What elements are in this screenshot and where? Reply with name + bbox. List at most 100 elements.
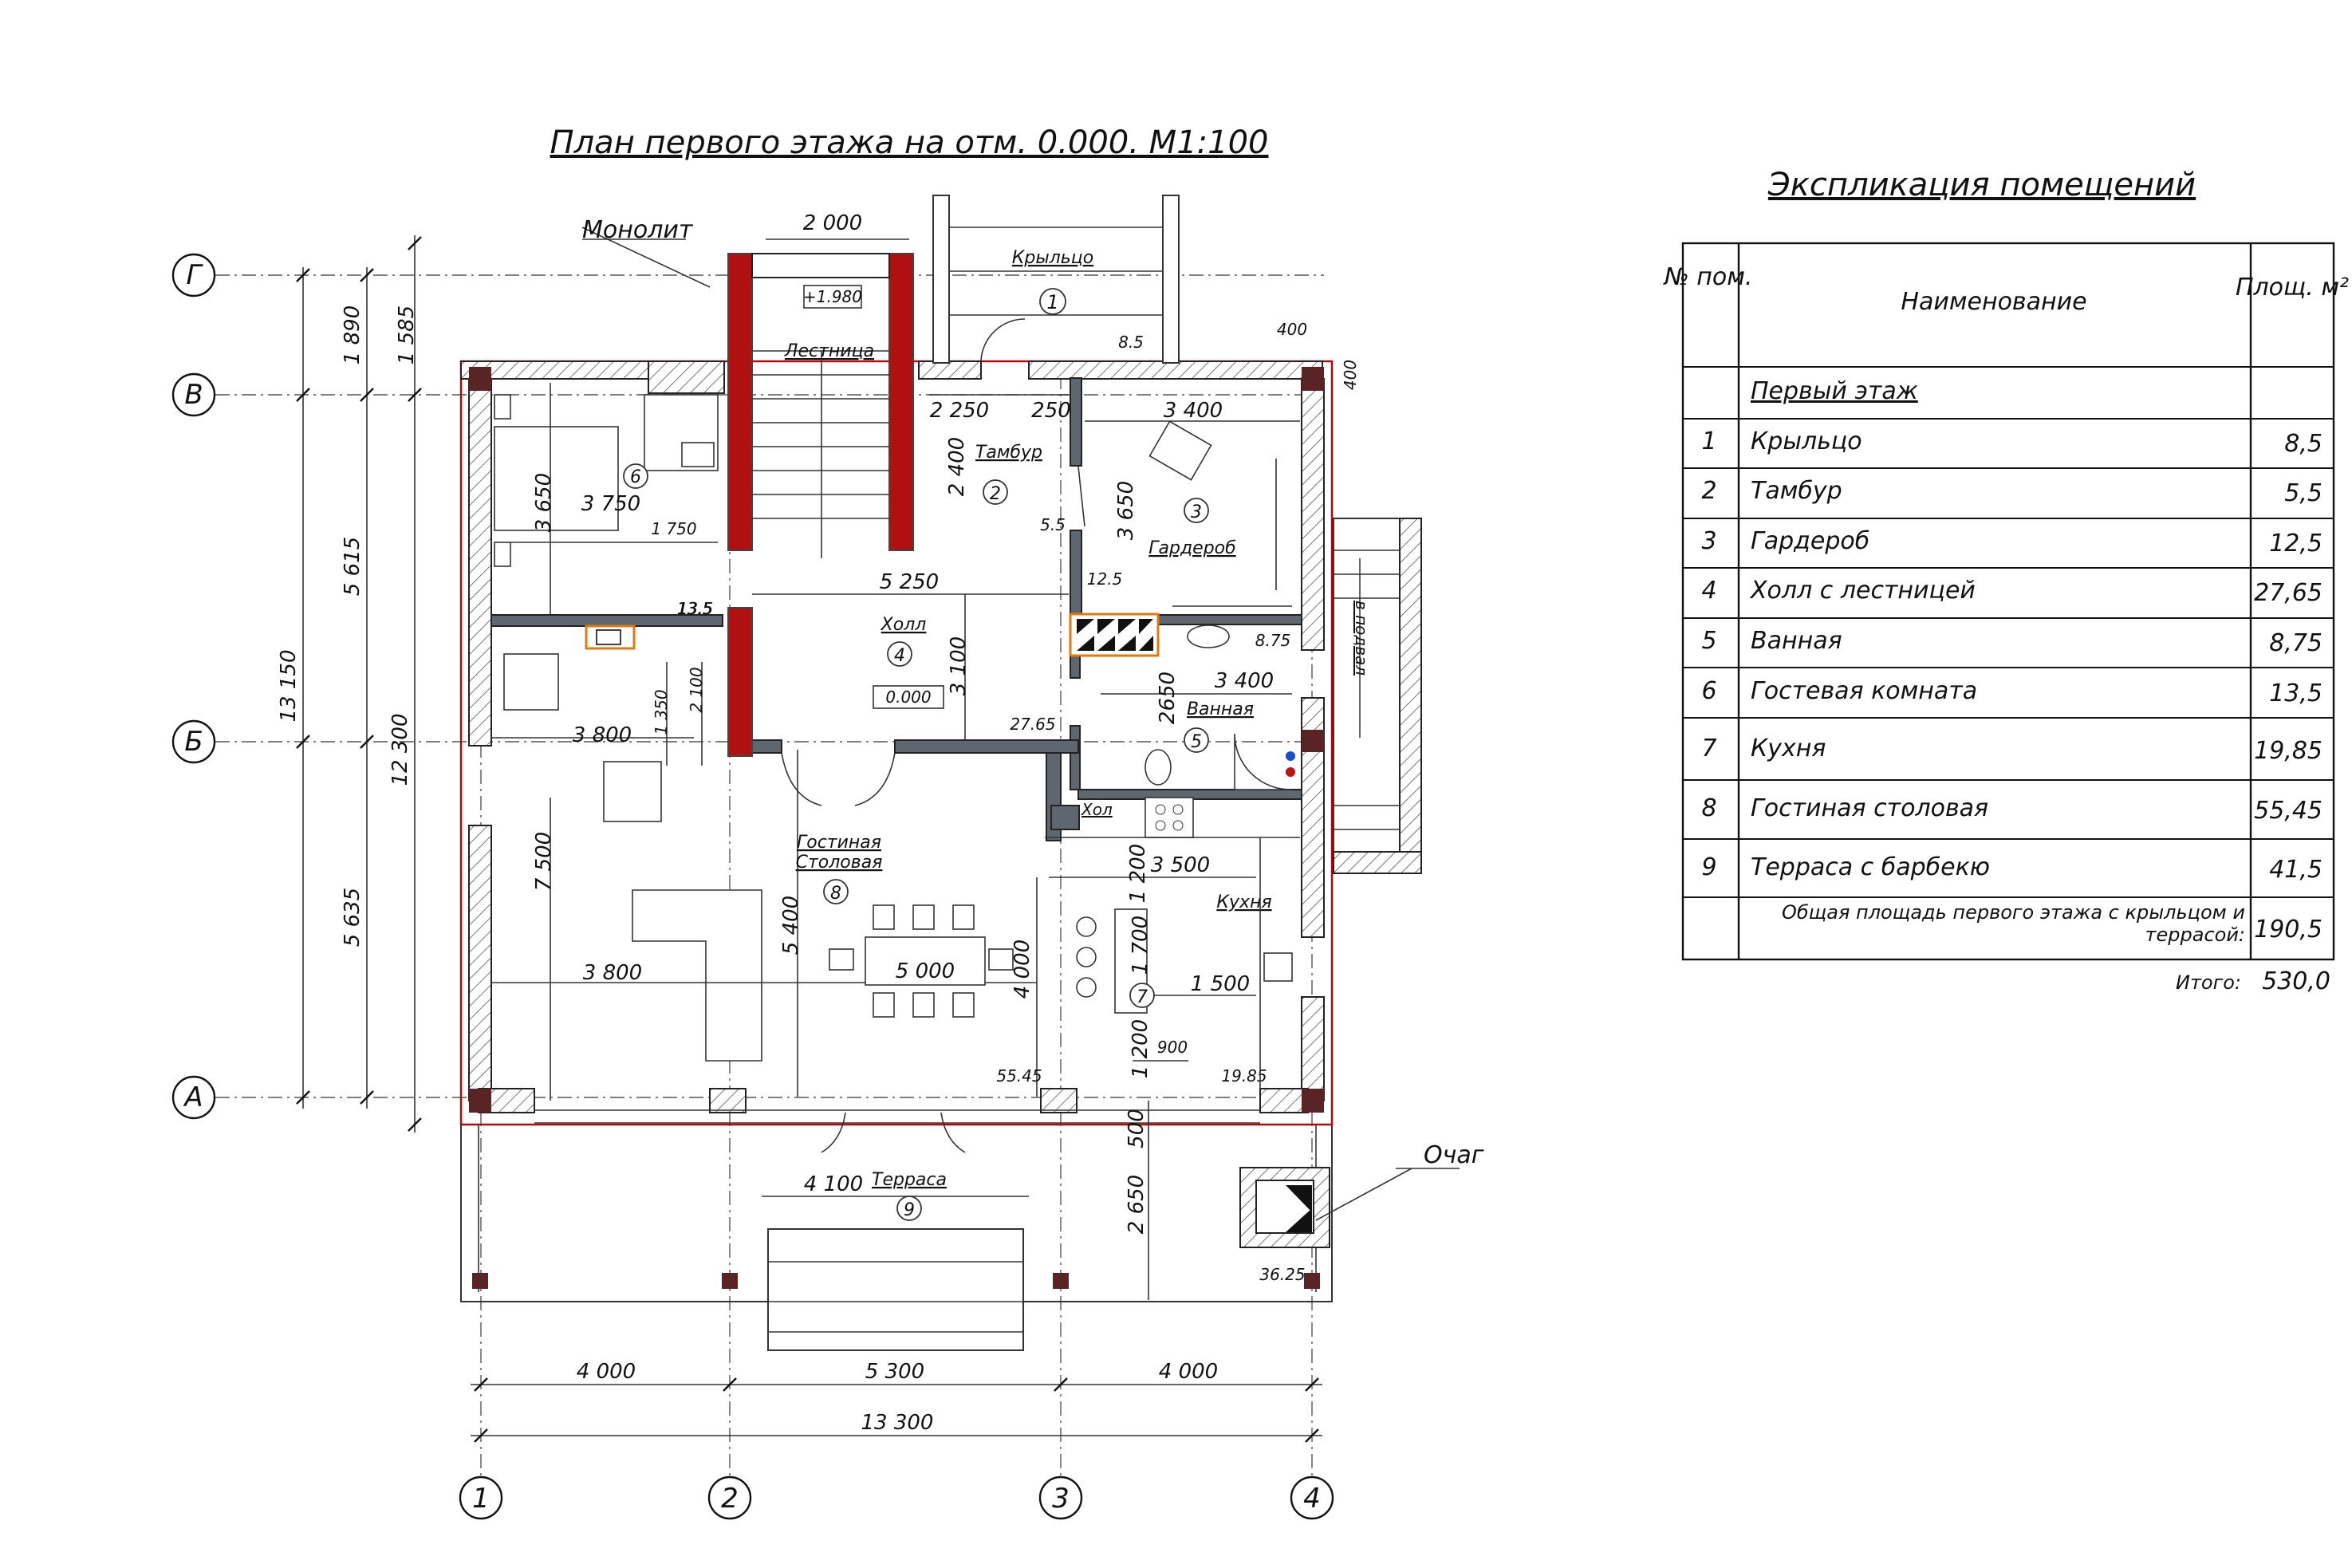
svg-text:Тамбур: Тамбур (1751, 477, 1842, 505)
svg-text:19,85: 19,85 (2254, 737, 2322, 765)
svg-text:1 585: 1 585 (395, 305, 419, 364)
svg-text:27.65: 27.65 (1010, 715, 1055, 734)
table-row: 6 Гостевая комната 13,5 (1701, 677, 2322, 707)
svg-text:4 000: 4 000 (577, 1360, 636, 1384)
svg-text:3 400: 3 400 (1164, 399, 1223, 423)
svg-text:3 500: 3 500 (1151, 853, 1210, 877)
axis-bubble-a: А (171, 1075, 216, 1120)
table-row: 7 Кухня 19,85 (1701, 735, 2322, 765)
svg-text:5 635: 5 635 (341, 888, 364, 947)
table-row: 1 Крыльцо 8,5 (1701, 427, 2322, 458)
svg-text:3 400: 3 400 (1215, 669, 1274, 693)
guest-room: 3 650 3 750 1 750 6 (494, 383, 719, 614)
svg-text:0.000: 0.000 (885, 687, 931, 707)
svg-text:Терраса с барбекю: Терраса с барбекю (1751, 853, 1990, 881)
total-area: 190,5 (2254, 916, 2322, 944)
svg-text:6: 6 (1701, 677, 1716, 705)
header-area: Площ. м² (2236, 274, 2349, 301)
svg-text:Холл: Холл (881, 615, 927, 635)
svg-text:5 000: 5 000 (896, 959, 955, 983)
svg-text:2 650: 2 650 (1125, 1175, 1148, 1234)
svg-text:3 750: 3 750 (581, 492, 640, 516)
terrace-labels: 4 100 Терраса 9 500 2 650 36.25 (762, 1101, 1306, 1300)
svg-text:Г: Г (187, 259, 204, 291)
header-no: № пом. (1663, 263, 1753, 291)
svg-text:250: 250 (1031, 399, 1071, 423)
svg-text:5 250: 5 250 (880, 570, 939, 594)
monolith-callout: Монолит (582, 216, 694, 244)
stair-core: +1.980 Лестница 2 000 Монолит (581, 211, 914, 757)
svg-text:2 100: 2 100 (687, 667, 706, 712)
svg-text:Ванная: Ванная (1751, 627, 1842, 655)
kitchen: Хол 3 500 1 200 Кухня 1 700 1 500 7 1 20… (1045, 797, 1300, 1089)
svg-text:13 150: 13 150 (277, 650, 301, 723)
svg-text:3: 3 (1701, 527, 1716, 555)
svg-text:В: В (184, 379, 203, 411)
svg-text:3 800: 3 800 (573, 723, 632, 747)
svg-text:4 100: 4 100 (804, 1172, 863, 1196)
svg-text:19.85: 19.85 (1221, 1066, 1267, 1085)
svg-text:Крыльцо: Крыльцо (1751, 427, 1862, 455)
svg-text:12 300: 12 300 (388, 714, 412, 786)
svg-text:13.5: 13.5 (677, 599, 713, 618)
svg-text:3 100: 3 100 (947, 636, 971, 695)
svg-text:12.5: 12.5 (1087, 569, 1123, 589)
terrace: Очаг (460, 1124, 1484, 1351)
svg-text:Крыльцо: Крыльцо (1012, 248, 1093, 268)
svg-text:2 000: 2 000 (803, 211, 862, 235)
bathroom: 8.75 3 400 2650 Ванная 5 (1101, 624, 1295, 790)
svg-text:Гардероб: Гардероб (1751, 527, 1869, 555)
svg-text:Кухня: Кухня (1751, 735, 1826, 762)
svg-text:36.25: 36.25 (1259, 1265, 1305, 1284)
svg-text:1 350: 1 350 (652, 689, 671, 735)
svg-text:7: 7 (1701, 735, 1716, 762)
vestibule: 2 250 250 2 400 Тамбур 2 5.5 (929, 394, 1085, 534)
svg-text:5.5: 5.5 (1040, 515, 1066, 534)
axis-bubble-3: 3 (1038, 1475, 1083, 1520)
header-name: Наименование (1901, 288, 2086, 316)
walls (460, 360, 1325, 1124)
basement-stair: в подвал (1333, 518, 1422, 874)
svg-text:2 400: 2 400 (945, 437, 969, 496)
svg-text:500: 500 (1125, 1109, 1148, 1148)
svg-text:5: 5 (1191, 732, 1202, 752)
bottom-dimensions: 4 000 5 300 4 000 13 300 (471, 1360, 1322, 1443)
hall: 5 250 Холл 4 0.000 3 100 27.65 13.5 (677, 570, 1160, 740)
hearth-bbq (1239, 1167, 1330, 1248)
svg-text:1: 1 (1701, 427, 1716, 455)
svg-text:41,5: 41,5 (2269, 856, 2322, 884)
hearth-callout: Очаг (1424, 1141, 1484, 1169)
grand-total-label: Итого: (2176, 971, 2241, 994)
svg-text:3 650: 3 650 (1114, 481, 1138, 540)
axis-bubble-2: 2 (707, 1475, 752, 1520)
svg-text:Тамбур: Тамбур (975, 443, 1042, 463)
axis-bubble-1: 1 (459, 1475, 503, 1520)
explication-title: Экспликация помещений (1767, 167, 2196, 203)
table-row: 8 Гостиная столовая 55,45 (1701, 794, 2322, 825)
svg-text:8: 8 (830, 884, 841, 904)
svg-text:1 890: 1 890 (341, 305, 364, 364)
svg-text:в подвал: в подвал (1352, 601, 1371, 676)
svg-text:900: 900 (1157, 1038, 1188, 1057)
svg-text:4 000: 4 000 (1011, 940, 1034, 999)
axis-bubble-b: Б (171, 719, 216, 764)
explication-table: Экспликация помещений № пом. Наименовани… (1663, 167, 2349, 995)
svg-text:9: 9 (1701, 853, 1716, 881)
table-row: 4 Холл с лестницей 27,65 (1701, 577, 2322, 607)
svg-text:1 700: 1 700 (1129, 916, 1152, 975)
svg-text:А: А (183, 1081, 203, 1113)
left-dimensions: 1 585 1 890 5 615 5 635 13 150 12 300 (277, 235, 422, 1133)
table-row: 5 Ванная 8,75 (1701, 627, 2322, 657)
svg-text:12,5: 12,5 (2269, 530, 2322, 557)
table-row: 9 Терраса с барбекю 41,5 (1701, 853, 2322, 884)
axis-bubble-g: Г (171, 253, 216, 297)
svg-text:8.75: 8.75 (1255, 631, 1291, 650)
svg-text:4: 4 (894, 646, 905, 666)
grand-total-value: 530,0 (2262, 967, 2330, 995)
svg-text:3 800: 3 800 (583, 961, 642, 985)
svg-text:1 200: 1 200 (1126, 844, 1150, 903)
svg-text:8: 8 (1701, 794, 1716, 822)
svg-text:Гостиная столовая: Гостиная столовая (1751, 794, 1988, 822)
svg-text:2: 2 (721, 1483, 739, 1515)
